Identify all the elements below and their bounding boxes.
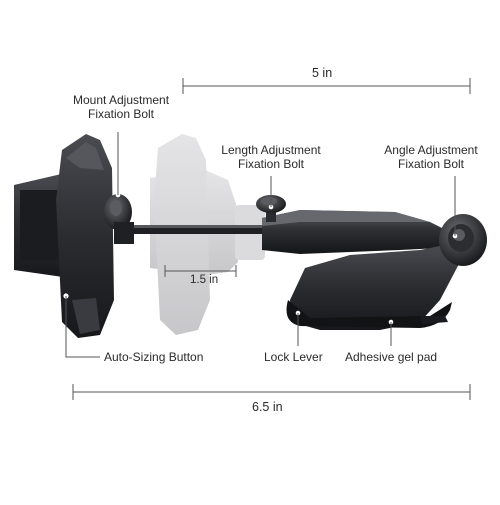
angle-adjustment-line2: Fixation Bolt [397,157,465,171]
mount-adjustment-label: Mount Adjustment Fixation Bolt [56,93,186,121]
adhesive-pad-label: Adhesive gel pad [345,350,438,364]
phone-cradle [14,134,114,338]
angle-adjustment-knob [439,214,487,266]
ghost-cradle [150,134,265,335]
total-length-label: 6.5 in [252,400,283,414]
extension-rod [118,225,268,234]
callout-dots [63,192,458,325]
angle-adjustment-line1: Angle Adjustment [384,143,478,157]
length-adjustment-line2: Fixation Bolt [237,157,305,171]
angle-adjustment-label: Angle Adjustment Fixation Bolt [368,143,494,171]
extension-label: 1.5 in [190,274,219,286]
mount-adjustment-line1: Mount Adjustment [72,93,170,107]
mount-adjustment-bolt [104,194,134,244]
top-length-label: 5 in [312,66,333,80]
auto-sizing-label: Auto-Sizing Button [104,350,204,364]
leader-lines [65,132,456,358]
mount-adjustment-line2: Fixation Bolt [87,107,155,121]
dimension-lines [72,78,471,400]
length-adjustment-line1: Length Adjustment [221,143,321,157]
lock-lever-label: Lock Lever [264,350,323,364]
length-adjustment-label: Length Adjustment Fixation Bolt [208,143,334,171]
telescopic-arm [262,210,450,254]
suction-base [286,244,460,330]
